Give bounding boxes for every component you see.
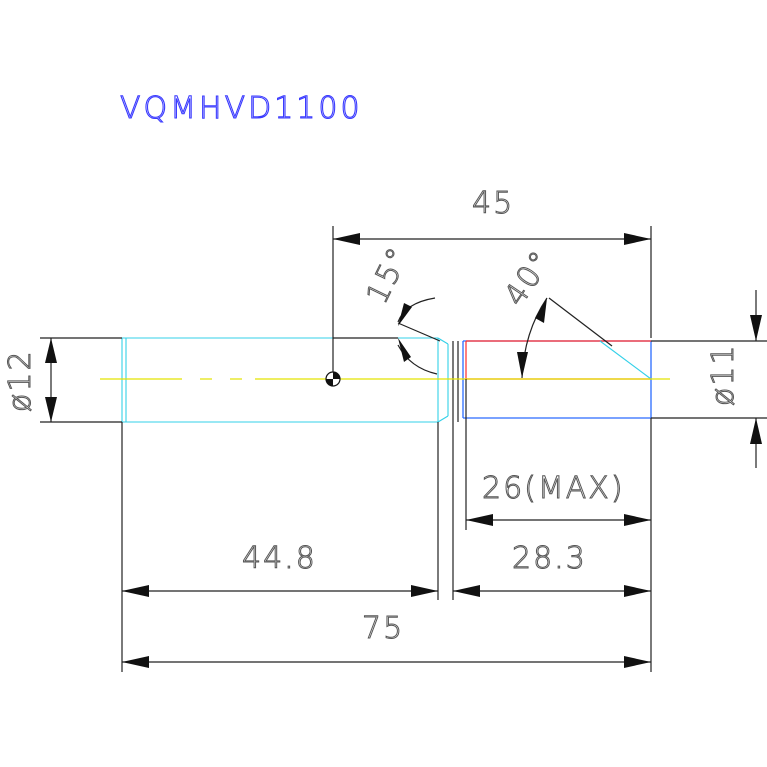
dimension-total-length-label: 75 <box>362 611 404 646</box>
dimension-max-length <box>465 379 651 530</box>
bottom-extension-lines <box>121 418 652 672</box>
tip-profile <box>465 340 652 380</box>
part-neck <box>452 341 459 422</box>
dimension-right-length <box>453 585 651 597</box>
drawing-title: VQMHVD1100 <box>120 91 363 126</box>
part-left-body <box>121 337 449 423</box>
dimension-left-diameter-label: ø12 <box>3 349 38 412</box>
dimension-right-diameter <box>651 290 767 468</box>
angle-right-annotation <box>517 297 613 379</box>
datum-point <box>325 371 341 387</box>
dimension-right-length-label: 28.3 <box>512 541 587 576</box>
angle-left-annotation <box>333 297 441 375</box>
dimension-top-length-label: 45 <box>472 186 514 221</box>
angle-left-label: 15° <box>360 241 417 310</box>
angle-right-label: 40° <box>498 244 560 313</box>
dimension-left-length-label: 44.8 <box>242 541 317 576</box>
dimension-max-length-label: 26(MAX) <box>482 471 625 506</box>
dimension-left-diameter <box>40 337 122 423</box>
dimension-left-length <box>122 585 438 597</box>
dimension-right-diameter-label: ø11 <box>706 343 741 406</box>
dimension-total-length <box>122 656 651 668</box>
dimension-top-length <box>332 226 652 372</box>
